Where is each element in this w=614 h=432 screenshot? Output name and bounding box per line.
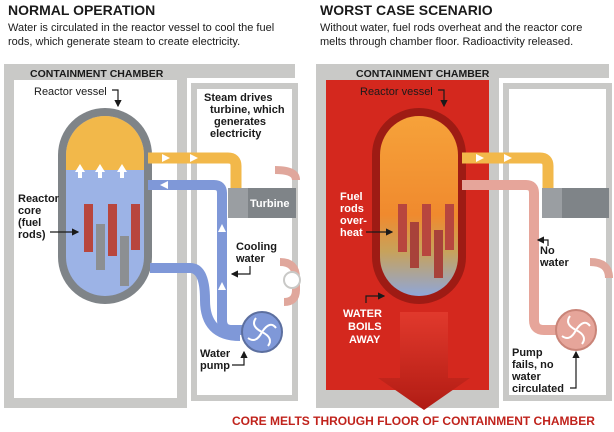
pump-label-line1: Water xyxy=(200,348,231,360)
meltdown-caption: CORE MELTS THROUGH FLOOR OF CONTAINMENT … xyxy=(232,414,595,428)
boils-pointer xyxy=(365,292,386,303)
failed-pump-label-line4: circulated xyxy=(512,383,564,395)
worst-desc-line1: Without water, fuel rods overheat and th… xyxy=(320,22,582,34)
reactor-vessel-pointer xyxy=(112,89,122,108)
pump-label-line2: pump xyxy=(200,360,230,372)
fuel-label-line4: heat xyxy=(340,227,363,239)
steam-arrows xyxy=(75,164,127,178)
steam-pipe xyxy=(148,152,242,188)
worst-chamber-top-extension xyxy=(499,64,609,78)
steam-label-line1: Steam drives xyxy=(204,92,272,104)
failed-pump-label-line3: water xyxy=(511,371,541,383)
pump-pointer xyxy=(232,350,248,366)
core-label-line1: Reactor xyxy=(18,193,60,205)
fuel-label-line3: over- xyxy=(340,215,367,227)
turbine-label: Turbine xyxy=(250,198,290,210)
return-pipe-arrows xyxy=(160,181,226,290)
failed-pump-label-line2: fails, no xyxy=(512,359,554,371)
worst-chamber-label: CONTAINMENT CHAMBER xyxy=(356,68,490,80)
cooling-label-line2: water xyxy=(235,253,265,265)
turbine-inlet xyxy=(228,188,248,218)
worst-steam-pipe xyxy=(462,152,554,188)
worst-turbine xyxy=(562,188,609,218)
condenser-fan-icon xyxy=(283,271,301,289)
steam-label-line2: turbine, which xyxy=(210,104,285,116)
fuel-label-line2: rods xyxy=(340,203,364,215)
normal-desc-line2: rods, which generate steam to create ele… xyxy=(8,36,240,48)
boils-label-line2: BOILS xyxy=(348,321,382,333)
turbine-outlet-pipe xyxy=(274,166,300,181)
worst-case-panel: WORST CASE SCENARIO Without water, fuel … xyxy=(316,2,613,410)
worst-reactor-vessel-pointer xyxy=(438,89,448,108)
worst-condenser-pipe xyxy=(589,258,613,279)
steam-pipe-arrows xyxy=(162,154,198,162)
core-label-line3: (fuel xyxy=(18,217,41,229)
core-label-line2: core xyxy=(18,205,41,217)
failed-pump-impeller-icon xyxy=(561,315,591,345)
normal-operation-panel: NORMAL OPERATION Water is circulated in … xyxy=(4,2,301,408)
meltdown-arrow xyxy=(378,312,470,410)
worst-steam-arrows xyxy=(476,154,512,162)
worst-reactor-vessel-label: Reactor vessel xyxy=(360,86,433,98)
normal-desc-line1: Water is circulated in the reactor vesse… xyxy=(8,22,274,34)
turbine xyxy=(248,188,296,218)
fuel-rods xyxy=(84,204,140,286)
steam-label-line3: generates xyxy=(214,116,266,128)
core-label-line4: rods) xyxy=(18,229,46,241)
nowater-label-line1: No xyxy=(540,245,555,257)
boils-label-line1: WATER xyxy=(343,308,382,320)
nowater-label-line2: water xyxy=(539,257,569,269)
chamber-top-extension xyxy=(187,64,295,78)
failed-pump-pointer xyxy=(570,350,580,389)
return-pipe xyxy=(148,180,252,335)
worst-turbine-inlet xyxy=(542,188,562,218)
cooling-pointer xyxy=(230,266,251,278)
worst-desc-line2: melts through chamber floor. Radioactivi… xyxy=(320,36,573,48)
worst-turbine-room xyxy=(503,83,612,401)
worst-fuel-rods xyxy=(398,204,454,278)
worst-title: WORST CASE SCENARIO xyxy=(320,2,493,18)
normal-chamber-label: CONTAINMENT CHAMBER xyxy=(30,68,164,80)
pump-impeller-icon xyxy=(247,317,277,347)
nowater-pointer xyxy=(536,236,549,246)
pump-pipe xyxy=(150,263,241,341)
normal-reactor-vessel-label: Reactor vessel xyxy=(34,86,107,98)
cooling-label-line1: Cooling xyxy=(236,241,277,253)
failed-pump-label-line1: Pump xyxy=(512,347,543,359)
normal-title: NORMAL OPERATION xyxy=(8,2,155,18)
worst-return-pipe xyxy=(462,180,564,335)
steam-label-line4: electricity xyxy=(210,128,262,140)
boils-label-line3: AWAY xyxy=(349,334,381,346)
turbine-room xyxy=(191,83,298,401)
reactor-steam xyxy=(66,116,144,170)
fuel-label-line1: Fuel xyxy=(340,191,363,203)
